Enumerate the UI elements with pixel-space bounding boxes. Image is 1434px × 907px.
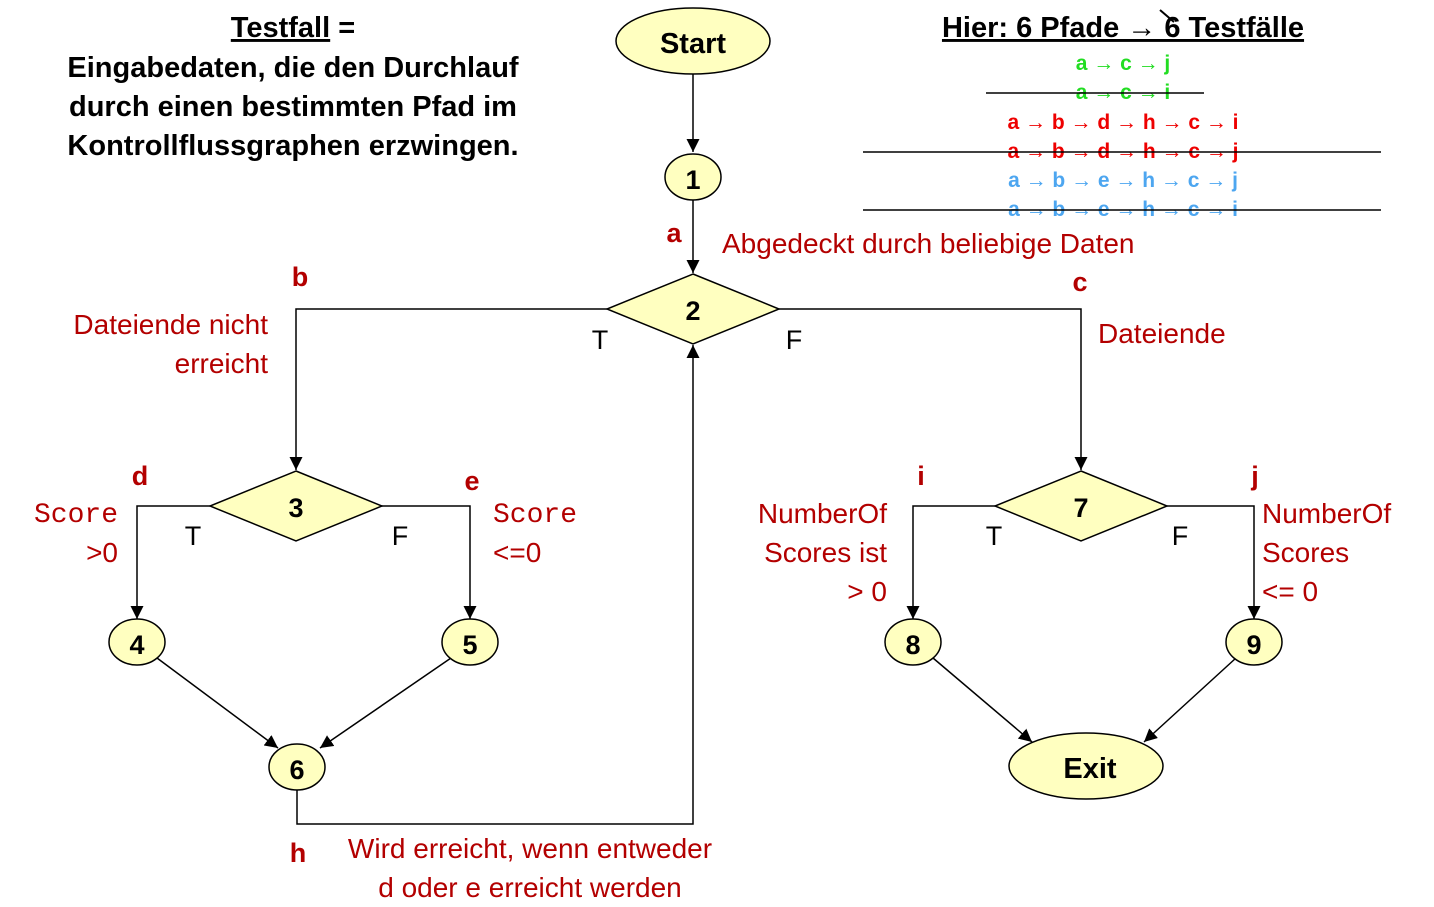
path-1: a → c → j	[1076, 52, 1171, 75]
definition-block: Testfall = Eingabedaten, die den Durchla…	[67, 12, 519, 162]
path-3: a → b → d → h → c → i	[1007, 111, 1238, 134]
edge-9-exit	[1143, 657, 1237, 743]
node-7-label: 7	[1073, 493, 1088, 523]
branch-f-node-3: F	[392, 521, 409, 551]
node-3: 3	[208, 470, 384, 542]
edge-i	[906, 505, 995, 619]
branch-f-node-7: F	[1172, 521, 1189, 551]
annotation-e-line1: Score	[493, 500, 577, 531]
edge-letter-d: d	[132, 461, 149, 491]
branch-t-node-2: T	[592, 325, 609, 355]
definition-title-term: Testfall	[231, 12, 330, 44]
annotation-h-line1: Wird erreicht, wenn entweder	[348, 833, 712, 864]
definition-line-1: Eingabedaten, die den Durchlauf	[67, 52, 519, 84]
annotation-i-line2: Scores ist	[764, 537, 887, 568]
annotation-i-line3: > 0	[847, 576, 887, 607]
branch-t-node-7: T	[986, 521, 1003, 551]
node-9: 9	[1225, 618, 1283, 666]
branch-t-node-3: T	[185, 521, 202, 551]
annotation-i-line1: NumberOf	[758, 498, 887, 529]
node-8: 8	[884, 618, 942, 666]
paths-block: Hier: 6 Pfade → 6 Testfälle a → c → j a …	[863, 9, 1381, 221]
annotation-j-line1: NumberOf	[1262, 498, 1391, 529]
annotation-d-line1: Score	[34, 500, 118, 531]
node-6-label: 6	[289, 755, 304, 785]
definition-line-2: durch einen bestimmten Pfad im	[69, 91, 517, 123]
node-7: 7	[993, 470, 1169, 542]
edge-letter-e: e	[464, 466, 479, 496]
edge-letter-a: a	[666, 218, 682, 248]
path-5: a → b → e → h → c → j	[1008, 169, 1238, 192]
node-5-label: 5	[462, 630, 477, 660]
edge-h	[296, 345, 700, 825]
annotation-d-line2: >0	[86, 537, 118, 568]
annotation-j-line3: <= 0	[1262, 576, 1318, 607]
node-8-label: 8	[905, 630, 920, 660]
annotation-h-line2: d oder e erreicht werden	[378, 872, 682, 903]
edge-letter-c: c	[1072, 267, 1087, 297]
edge-5-6	[319, 657, 452, 749]
edge-b	[289, 308, 607, 470]
annotation-j-line2: Scores	[1262, 537, 1349, 568]
definition-title-suffix: =	[330, 12, 355, 44]
edge-e	[382, 505, 477, 619]
edge-c	[779, 308, 1088, 470]
annotation-b-line1: Dateiende nicht	[73, 309, 268, 340]
node-3-label: 3	[288, 493, 303, 523]
edge-8-exit	[932, 657, 1033, 743]
edge-letters: a b c d e i j h	[132, 218, 1259, 868]
edge-letter-i: i	[917, 461, 925, 491]
edge-letter-b: b	[292, 262, 309, 292]
node-start-label: Start	[660, 28, 726, 60]
node-6: 6	[268, 743, 326, 791]
node-4: 4	[108, 618, 166, 666]
node-exit: Exit	[1008, 732, 1164, 800]
edge-letter-j: j	[1250, 461, 1259, 491]
node-1: 1	[664, 153, 722, 201]
node-1-label: 1	[685, 165, 700, 195]
annotation-e-line2: <=0	[493, 537, 541, 568]
annotation-a: Abgedeckt durch beliebige Daten	[722, 228, 1135, 259]
branch-labels: T F T F T F	[185, 325, 1189, 551]
annotation-c: Dateiende	[1098, 318, 1226, 349]
edges	[130, 74, 1261, 825]
edge-letter-h: h	[290, 838, 307, 868]
node-5: 5	[441, 618, 499, 666]
definition-title: Testfall =	[231, 12, 355, 44]
node-2-label: 2	[685, 296, 700, 326]
header-scribble	[1159, 9, 1175, 23]
annotation-b-line2: erreicht	[175, 348, 269, 379]
edge-j	[1167, 505, 1261, 619]
paths-header: Hier: 6 Pfade → 6 Testfälle	[942, 12, 1304, 44]
node-9-label: 9	[1246, 630, 1261, 660]
node-start: Start	[615, 7, 771, 75]
node-exit-label: Exit	[1063, 753, 1117, 785]
node-2: 2	[605, 273, 781, 345]
node-4-label: 4	[129, 630, 144, 660]
edge-d	[130, 505, 210, 619]
annotations: Abgedeckt durch beliebige Daten Dateiend…	[34, 228, 1391, 903]
edge-4-6	[156, 657, 279, 749]
branch-f-node-2: F	[786, 325, 803, 355]
definition-line-3: Kontrollflussgraphen erzwingen.	[67, 130, 518, 162]
